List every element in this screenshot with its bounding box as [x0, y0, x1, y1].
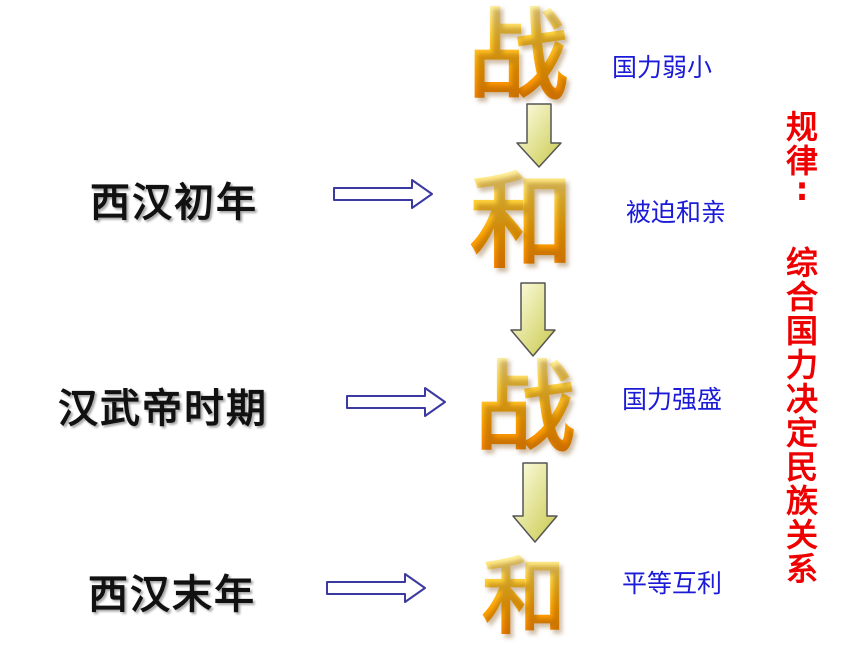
right-arrow-icon	[346, 387, 446, 417]
rule-char: 关	[785, 516, 818, 554]
description-strong-power: 国力强盛	[622, 385, 723, 414]
rule-char: 民	[785, 448, 818, 486]
rule-char: 定	[785, 414, 818, 452]
down-arrow-icon	[516, 103, 562, 168]
stage-peace-1: 和	[470, 161, 575, 283]
down-arrow-icon	[512, 462, 558, 543]
description-weak-power: 国力弱小	[612, 53, 713, 82]
rule-char: 综	[785, 244, 818, 282]
rule-char: 合	[785, 278, 818, 316]
right-arrow-icon	[326, 573, 426, 603]
rule-statement-text: 综合国力决定民族关系	[780, 246, 824, 586]
rule-char: 系	[785, 550, 818, 588]
rule-char: 决	[785, 380, 818, 418]
rule-statement: 综合国力决定民族关系	[780, 246, 824, 586]
rule-char: 律	[785, 142, 818, 180]
rule-char: 规	[785, 108, 818, 146]
down-arrow-icon	[510, 282, 556, 357]
rule-char: 族	[785, 482, 818, 520]
rule-label: 规律 :	[780, 110, 824, 208]
rule-char: 国	[785, 312, 818, 350]
description-forced-heqin: 被迫和亲	[626, 198, 727, 227]
rule-colon: :	[795, 170, 809, 208]
period-label-emperor-wu: 汉武帝时期	[58, 386, 268, 432]
stage-war-1: 战	[468, 0, 568, 114]
right-arrow-icon	[333, 179, 433, 209]
description-equal-mutual-benefit: 平等互利	[622, 569, 723, 598]
rule-label-text: 规律	[780, 110, 824, 178]
period-label-late-western-han: 西汉末年	[88, 572, 256, 618]
period-label-early-western-han: 西汉初年	[90, 180, 258, 226]
stage-war-2: 战	[475, 349, 575, 466]
rule-char: 力	[785, 346, 818, 384]
stage-peace-2: 和	[482, 548, 567, 646]
